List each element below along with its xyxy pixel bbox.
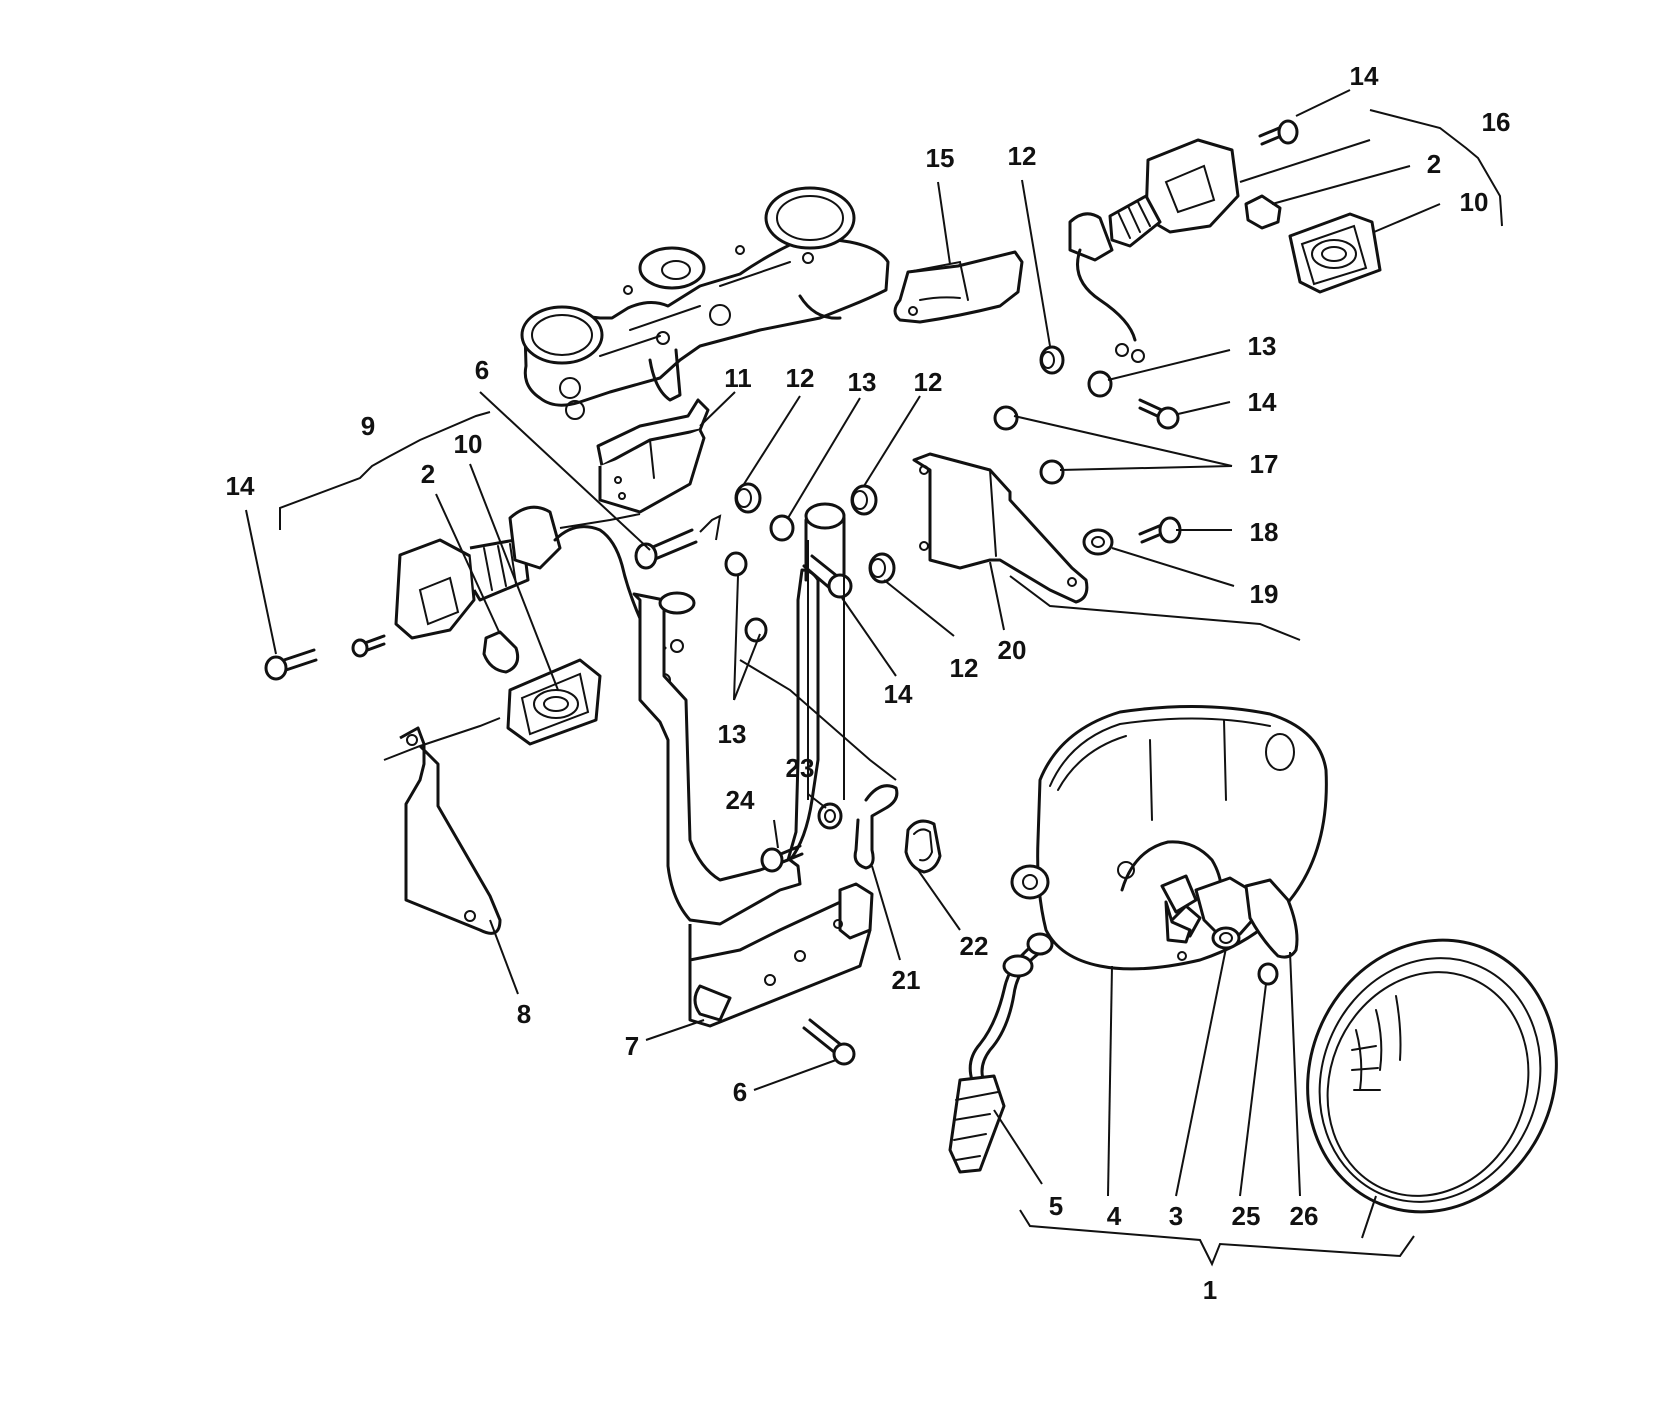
callout-3: 3 [1169, 1201, 1183, 1231]
callout-15: 15 [926, 143, 955, 173]
callout-1: 1 [1203, 1275, 1217, 1305]
headlight-stay [632, 502, 874, 1028]
callout-20: 20 [998, 635, 1027, 665]
callout-14-mid: 14 [884, 679, 913, 709]
callout-10-right: 10 [1460, 187, 1489, 217]
callout-6-bottom: 6 [733, 1077, 747, 1107]
headlight-housing [1010, 704, 1328, 971]
wire-hook [853, 784, 899, 870]
callout-25: 25 [1232, 1201, 1261, 1231]
callout-16: 16 [1482, 107, 1511, 137]
callout-12-b: 12 [914, 367, 943, 397]
leader-lines [245, 89, 1441, 1239]
instrument-cluster [520, 186, 890, 420]
headlight-rim [1306, 938, 1558, 1214]
callout-26: 26 [1290, 1201, 1319, 1231]
bulb-holder [1211, 926, 1279, 986]
callout-12-a: 12 [786, 363, 815, 393]
callout-10-left: 10 [454, 429, 483, 459]
callout-6-top: 6 [475, 355, 489, 385]
headlight-bracket [912, 452, 1089, 604]
callout-14-left: 14 [226, 471, 255, 501]
left-bulb [482, 630, 520, 674]
callout-4: 4 [1107, 1201, 1122, 1231]
callout-21: 21 [892, 965, 921, 995]
callout-5: 5 [1049, 1191, 1063, 1221]
callout-13-right: 13 [1248, 331, 1277, 361]
right-mount-block [893, 250, 1024, 324]
callout-11: 11 [724, 363, 752, 393]
left-bracket [399, 726, 502, 935]
bolts [264, 119, 1299, 1066]
callout-labels: 14 16 2 10 15 12 13 14 6 11 12 13 12 17 … [226, 61, 1511, 1305]
cable-grommet [904, 819, 942, 874]
callout-12-top: 12 [1008, 141, 1037, 171]
callout-8: 8 [517, 999, 531, 1029]
callout-18: 18 [1250, 517, 1279, 547]
callout-14-top: 14 [1350, 61, 1379, 91]
right-turn-signal [1068, 138, 1240, 363]
left-lens [506, 658, 602, 746]
right-bulb [1244, 194, 1282, 230]
callout-2-right: 2 [1427, 149, 1441, 179]
left-mount-block [596, 398, 710, 514]
callout-12-c: 12 [950, 653, 979, 683]
callout-23: 23 [786, 753, 815, 783]
callout-24: 24 [726, 785, 755, 815]
callout-2-left: 2 [421, 459, 435, 489]
callout-7: 7 [625, 1031, 639, 1061]
callout-14-right: 14 [1248, 387, 1277, 417]
left-turn-signal [394, 505, 684, 687]
group-brackets [279, 109, 1503, 1267]
callout-22: 22 [960, 931, 989, 961]
callout-13-mid: 13 [718, 719, 747, 749]
wiring-harness [948, 932, 1054, 1174]
right-lens [1288, 212, 1382, 294]
callout-9: 9 [361, 411, 375, 441]
callout-19: 19 [1250, 579, 1279, 609]
callout-17: 17 [1250, 449, 1279, 479]
grommets-and-washers [724, 345, 1114, 830]
callout-13-a: 13 [848, 367, 877, 397]
